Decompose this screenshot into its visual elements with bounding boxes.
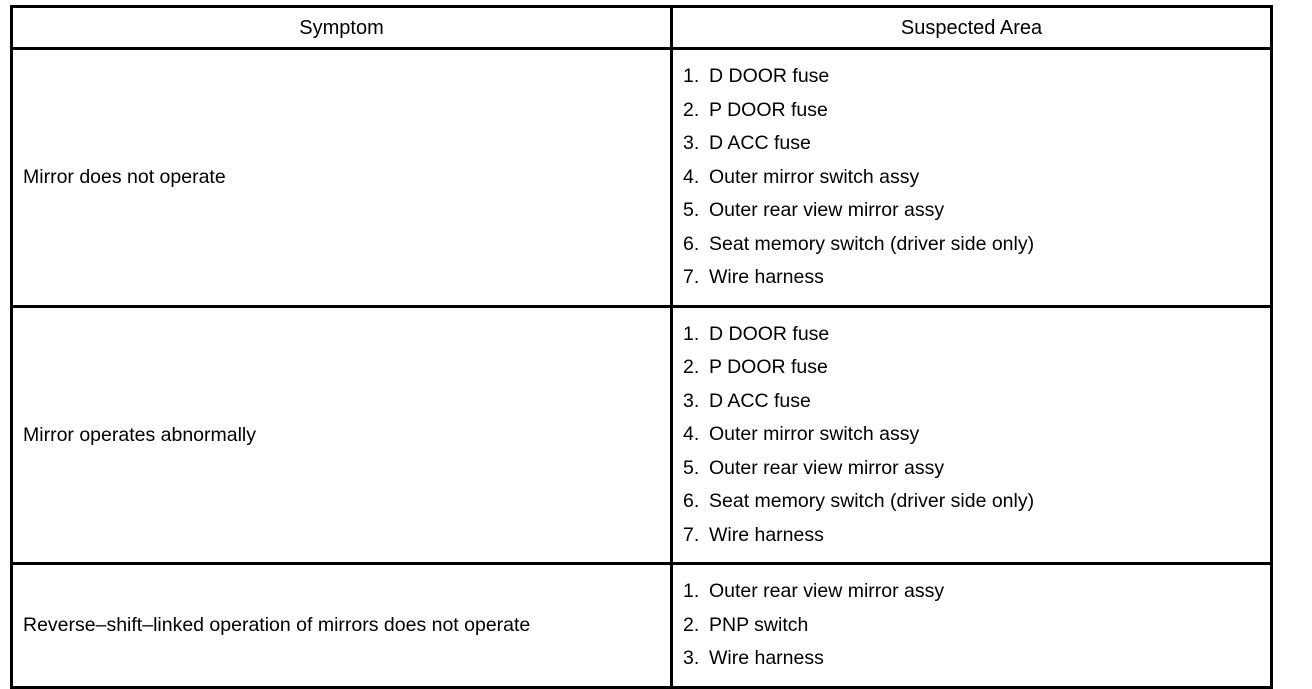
- list-item-label: Outer mirror switch assy: [709, 423, 920, 445]
- table-row: Mirror operates abnormally 1. D DOOR fuse…: [10, 304, 1273, 565]
- list-item-label: Outer mirror switch assy: [709, 165, 920, 188]
- list-item: 7. Wire harness: [673, 261, 1270, 295]
- list-item-label: Wire harness: [709, 523, 824, 546]
- list-item-label: D DOOR fuse: [709, 65, 830, 87]
- list-item-label: P DOOR fuse: [709, 356, 828, 378]
- list-item-number: 2.: [683, 98, 700, 121]
- suspected-area-cell: 1. D DOOR fuse 2. P DOOR fuse 3. D ACC fuse…: [670, 47, 1273, 308]
- symptom-text: Reverse–shift–linked operation of mirror…: [23, 614, 531, 637]
- list-item-label: D ACC fuse: [709, 132, 811, 154]
- suspected-area-list: 1. D DOOR fuse 2. P DOOR fuse 3. D ACC fuse…: [673, 308, 1270, 563]
- list-item: 2. PNP switch: [673, 609, 1270, 643]
- list-item: 3. D ACC fuse: [673, 127, 1270, 161]
- symptom-text: Mirror does not operate: [23, 166, 226, 189]
- list-item-label: D ACC fuse: [709, 389, 811, 412]
- column-header-suspected-area-label: Suspected Area: [900, 16, 1043, 39]
- list-item-number: 3.: [683, 132, 700, 154]
- list-item: 4. Outer mirror switch assy: [673, 418, 1270, 452]
- list-item: 3. Wire harness: [673, 642, 1270, 676]
- table-header: Symptom Suspected Area: [10, 5, 1273, 50]
- list-item-number: 1.: [683, 65, 700, 87]
- list-item-number: 5.: [683, 199, 700, 221]
- list-item-number: 7.: [683, 266, 700, 288]
- list-item-label: D DOOR fuse: [709, 322, 830, 345]
- list-item: 6. Seat memory switch (driver side only): [673, 228, 1270, 262]
- list-item: 1. Outer rear view mirror assy: [673, 575, 1270, 609]
- list-item-number: 6.: [683, 232, 700, 255]
- list-item: 2. P DOOR fuse: [673, 94, 1270, 128]
- table-body: Mirror does not operate 1. D DOOR fuse 2.…: [10, 47, 1273, 689]
- table-row: Mirror does not operate 1. D DOOR fuse 2.…: [10, 47, 1273, 308]
- list-item-number: 1.: [683, 580, 700, 602]
- list-item-number: 4.: [683, 165, 700, 188]
- suspected-area-cell: 1. D DOOR fuse 2. P DOOR fuse 3. D ACC fuse…: [670, 304, 1273, 565]
- table-header-row: Symptom Suspected Area: [10, 5, 1273, 50]
- list-item: 6. Seat memory switch (driver side only): [673, 485, 1270, 519]
- column-header-suspected-area: Suspected Area: [670, 5, 1273, 50]
- symptom-cell: Mirror operates abnormally: [10, 304, 673, 565]
- list-item-number: 6.: [683, 490, 700, 512]
- list-item-number: 2.: [683, 613, 700, 636]
- table-row: Reverse–shift–linked operation of mirror…: [10, 562, 1273, 689]
- list-item: 3. D ACC fuse: [673, 385, 1270, 419]
- list-item-number: 5.: [683, 456, 700, 479]
- symptom-cell: Reverse–shift–linked operation of mirror…: [10, 562, 673, 689]
- suspected-area-cell: 1. Outer rear view mirror assy 2. PNP swit…: [670, 562, 1273, 689]
- symptom-cell: Mirror does not operate: [10, 47, 673, 308]
- list-item-label: Outer rear view mirror assy: [709, 580, 945, 602]
- list-item-number: 3.: [683, 647, 700, 669]
- page-root: Symptom Suspected Area Mirror does not o…: [10, 5, 1273, 689]
- suspected-area-list: 1. D DOOR fuse 2. P DOOR fuse 3. D ACC fuse…: [673, 50, 1270, 305]
- list-item: 2. P DOOR fuse: [673, 351, 1270, 385]
- list-item-label: P DOOR fuse: [709, 98, 828, 121]
- list-item: 5. Outer rear view mirror assy: [673, 194, 1270, 228]
- column-header-symptom: Symptom: [10, 5, 673, 50]
- list-item-label: Outer rear view mirror assy: [709, 199, 945, 221]
- symptom-text: Mirror operates abnormally: [23, 423, 257, 446]
- list-item: 4. Outer mirror switch assy: [673, 161, 1270, 195]
- list-item: 1. D DOOR fuse: [673, 60, 1270, 94]
- list-item-label: Seat memory switch (driver side only): [709, 490, 1035, 512]
- suspected-area-list: 1. Outer rear view mirror assy 2. PNP swit…: [673, 565, 1270, 686]
- list-item-label: Seat memory switch (driver side only): [709, 232, 1035, 255]
- column-header-symptom-label: Symptom: [299, 16, 384, 39]
- list-item-number: 7.: [683, 523, 700, 546]
- list-item-label: Wire harness: [709, 647, 824, 669]
- list-item: 1. D DOOR fuse: [673, 318, 1270, 352]
- list-item-label: Outer rear view mirror assy: [709, 456, 945, 479]
- list-item-number: 4.: [683, 423, 700, 445]
- list-item-label: PNP switch: [709, 613, 809, 636]
- symptom-suspected-area-table: Symptom Suspected Area Mirror does not o…: [10, 5, 1273, 689]
- list-item-number: 3.: [683, 389, 700, 412]
- list-item-number: 2.: [683, 356, 700, 378]
- list-item-label: Wire harness: [709, 266, 824, 288]
- list-item: 7. Wire harness: [673, 519, 1270, 553]
- list-item: 5. Outer rear view mirror assy: [673, 452, 1270, 486]
- list-item-number: 1.: [683, 322, 700, 345]
